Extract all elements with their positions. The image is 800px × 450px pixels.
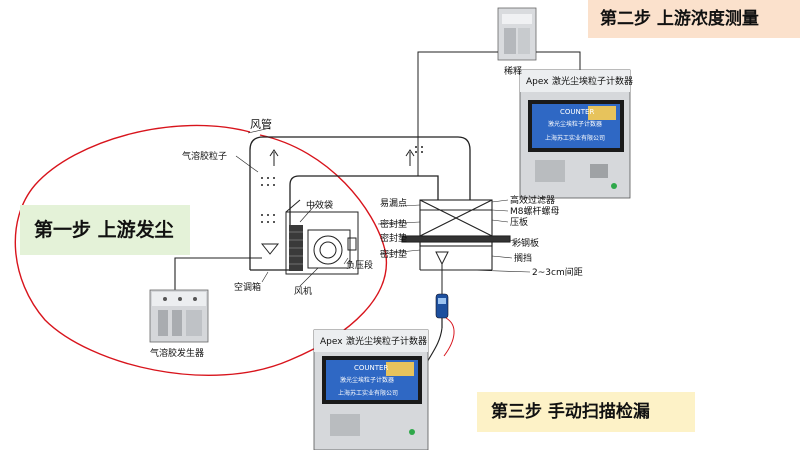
flow-arrows	[260, 149, 415, 255]
aerosol-generator-device	[149, 289, 209, 343]
label-seal-pad-2: 密封垫	[380, 232, 407, 244]
counter-top-header: 激光尘埃粒子计数器	[552, 75, 633, 87]
leader-lines	[235, 127, 531, 287]
label-fan: 风机	[294, 285, 312, 297]
label-hepa: 高效过滤器	[510, 194, 555, 206]
counter-bottom-screen-sub: 激光尘埃粒子计数器	[340, 376, 394, 384]
label-aerosol-particles: 气溶胶粒子	[182, 150, 227, 162]
counter-top-screen-sub: 激光尘埃粒子计数器	[548, 120, 602, 128]
label-ac-box: 空调箱	[234, 281, 261, 293]
label-leak-point: 易漏点	[380, 197, 407, 209]
aerosol-dots	[261, 146, 423, 223]
filter-housing	[401, 199, 511, 271]
label-baffle: 搁挡	[514, 252, 532, 264]
label-medium-filter: 中效袋	[306, 199, 333, 211]
generator-tube	[174, 257, 262, 290]
label-dilutor: 稀释	[504, 65, 522, 77]
label-color-steel: 彩钢板	[512, 237, 539, 249]
label-gap: 2~3cm间距	[532, 266, 583, 278]
step2-label: 第二步 上游浓度测量	[588, 0, 800, 38]
scan-probe	[435, 251, 449, 296]
ac-box	[285, 199, 359, 275]
medium-filter	[289, 225, 303, 271]
label-seal-pad-1: 密封垫	[380, 218, 407, 230]
probe-wand	[423, 293, 455, 369]
counter-bottom-brand: Apex	[320, 337, 343, 347]
particle-counter-top	[519, 69, 631, 199]
fan-icon	[307, 229, 357, 269]
counter-top-brand: Apex	[526, 77, 549, 87]
highlight-loop	[14, 124, 388, 376]
particle-counter-bottom	[313, 329, 429, 450]
label-duct: 风管	[250, 117, 272, 131]
counter-top-screen-title: COUNTER	[560, 108, 594, 116]
label-aerosol-generator: 气溶胶发生器	[150, 347, 204, 359]
step3-label: 第三步 手动扫描检漏	[477, 392, 695, 432]
counter-bottom-screen-title: COUNTER	[354, 364, 388, 372]
counter-bottom-header: 激光尘埃粒子计数器	[346, 335, 427, 347]
dilutor-device	[497, 7, 537, 61]
label-m8-screw: M8螺杆螺母	[510, 205, 560, 217]
counter-bottom-company: 上海苏工实业有限公司	[338, 389, 398, 397]
label-seal-pad-3: 密封垫	[380, 248, 407, 260]
label-negative-pressure: 负压段	[346, 259, 373, 271]
upstream-tube	[417, 51, 581, 200]
air-duct	[249, 136, 471, 271]
label-press-plate: 压板	[510, 216, 528, 228]
step1-label: 第一步 上游发尘	[20, 205, 190, 255]
counter-top-company: 上海苏工实业有限公司	[545, 134, 605, 142]
